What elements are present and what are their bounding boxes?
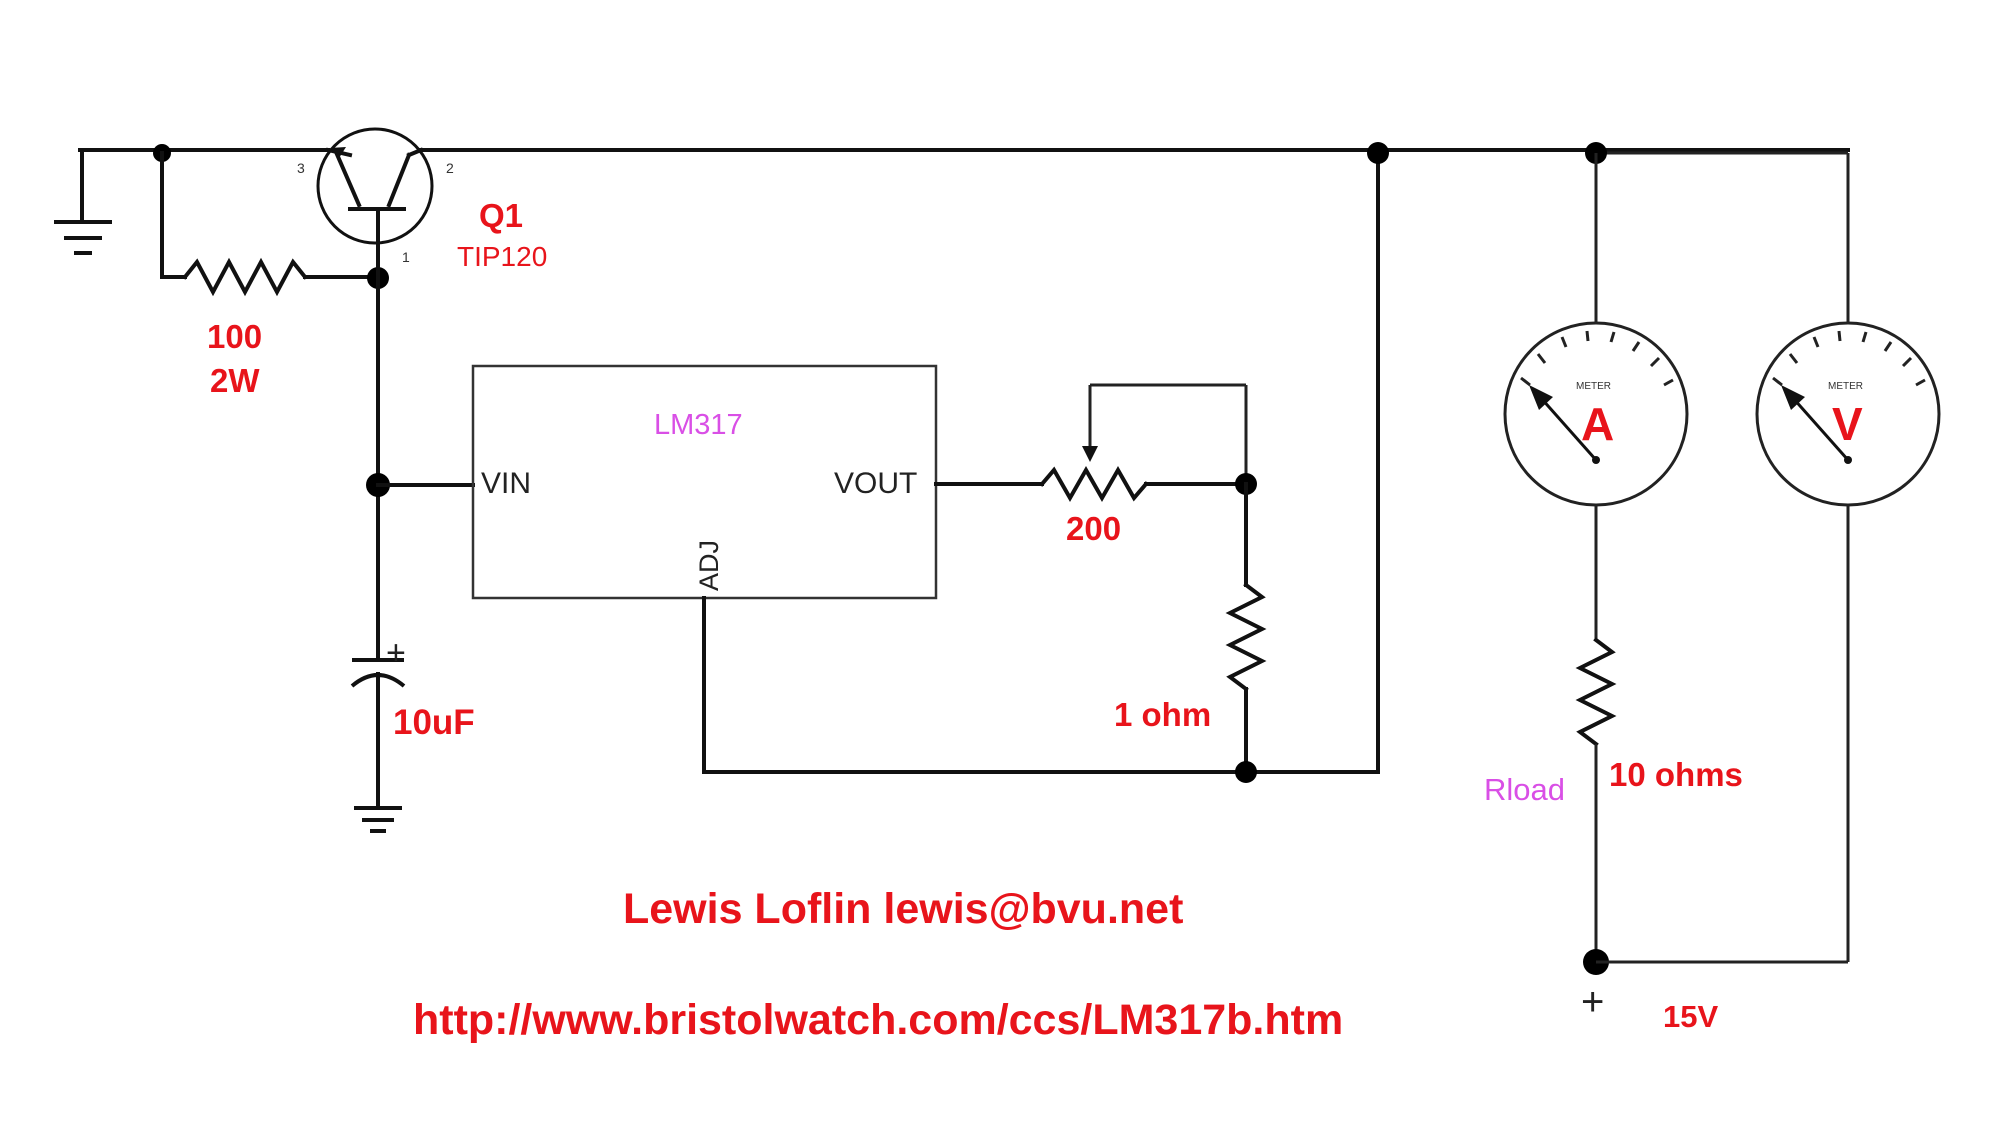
voltmeter-symbol: V <box>1832 398 1863 450</box>
lm317-pin-vout: VOUT <box>834 467 917 500</box>
ammeter-icon <box>1503 321 1689 507</box>
load-label: Rload <box>1484 772 1565 807</box>
resistor-100-symbol <box>182 257 308 297</box>
resistor-1ohm-symbol <box>1225 582 1267 692</box>
lm317-label: LM317 <box>654 409 743 441</box>
q1-pin-base: 1 <box>402 249 410 265</box>
node-sense-bottom <box>1235 761 1257 783</box>
potentiometer-value: 200 <box>1066 510 1121 547</box>
q1-pin-emitter: 3 <box>297 160 305 176</box>
capacitor-polarity: + <box>386 634 406 672</box>
lm317-pin-vin: VIN <box>481 467 531 500</box>
resistor-100-value: 100 <box>207 318 262 355</box>
ground-symbol-left <box>54 148 112 255</box>
potentiometer-200-symbol <box>1039 465 1149 503</box>
capacitor-value: 10uF <box>393 703 475 742</box>
pot-wiper-arrow <box>1082 446 1098 462</box>
source-url: http://www.bristolwatch.com/ccs/LM317b.h… <box>413 996 1343 1044</box>
load-value: 10 ohms <box>1609 756 1743 793</box>
supply-polarity: + <box>1581 980 1604 1024</box>
node-top-return <box>1367 142 1389 164</box>
voltmeter-caption: METER <box>1828 381 1863 392</box>
supply-voltage: 15V <box>1663 999 1718 1034</box>
resistor-100-rating: 2W <box>210 362 260 399</box>
resistor-rload-symbol <box>1575 637 1617 747</box>
sense-resistor-value: 1 ohm <box>1114 696 1211 733</box>
ammeter-caption: METER <box>1576 381 1611 392</box>
transistor-q1-symbol <box>316 127 434 245</box>
q1-part-label: TIP120 <box>457 241 547 272</box>
ammeter-symbol: A <box>1581 398 1614 450</box>
capacitor-10uf-symbol <box>350 658 406 810</box>
ground-symbol-capacitor <box>354 806 402 833</box>
author-credit: Lewis Loflin lewis@bvu.net <box>623 885 1183 933</box>
voltmeter-icon <box>1755 321 1941 507</box>
lm317-pin-adj: ADJ <box>694 540 724 591</box>
q1-pin-collector: 2 <box>446 160 454 176</box>
q1-ref-label: Q1 <box>479 197 523 234</box>
